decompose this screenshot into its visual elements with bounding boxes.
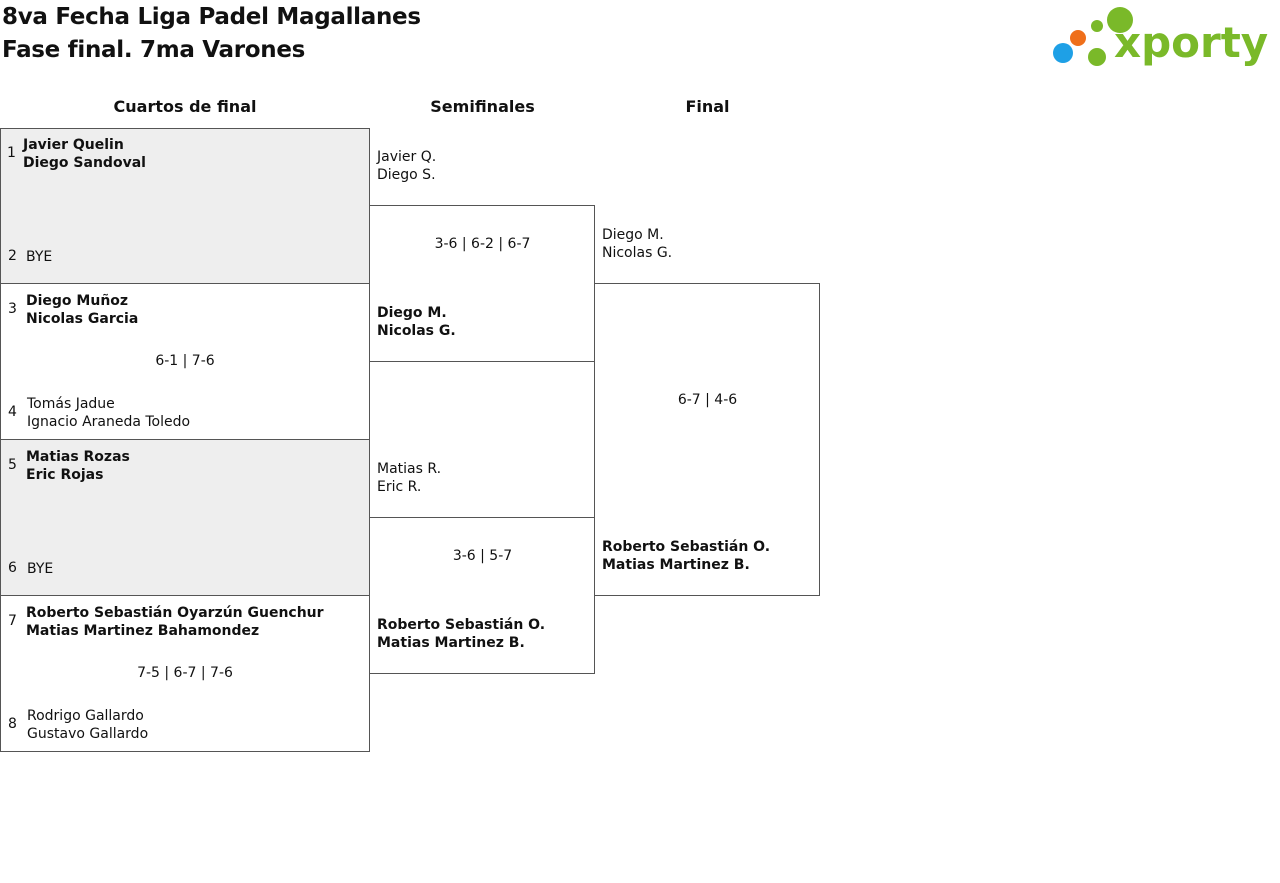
team-qf4-a[interactable]: Roberto Sebastián Oyarzún Guenchur Matia… xyxy=(26,604,324,640)
player-name: Matias Martinez Bahamondez xyxy=(26,623,260,639)
seed-number: 6 xyxy=(8,560,17,576)
player-name: Javier Quelin xyxy=(23,137,124,153)
team-qf1-b: BYE xyxy=(26,248,52,266)
player-name: Matias Rozas xyxy=(26,449,130,465)
match-score: 6-1 | 7-6 xyxy=(155,353,215,369)
logo-text: xporty xyxy=(1114,18,1268,67)
player-name: Diego Muñoz xyxy=(26,293,129,309)
seed-number: 5 xyxy=(8,457,17,473)
player-name: Ignacio Araneda Toledo xyxy=(27,414,191,430)
team-qf3-a[interactable]: Matias Rozas Eric Rojas xyxy=(26,448,130,484)
team-qf2-b[interactable]: Tomás Jadue Ignacio Araneda Toledo xyxy=(27,395,190,431)
team-sf1-b[interactable]: Diego M. Nicolas G. xyxy=(377,304,456,340)
seed-number: 7 xyxy=(8,613,17,629)
team-final-a[interactable]: Diego M. Nicolas G. xyxy=(602,226,672,262)
player-name: Roberto Sebastián O. xyxy=(602,539,771,555)
team-qf4-b[interactable]: Rodrigo Gallardo Gustavo Gallardo xyxy=(27,707,148,743)
page-title: 8va Fecha Liga Padel Magallanes xyxy=(2,4,421,30)
player-name: Rodrigo Gallardo xyxy=(27,708,144,724)
seed-number: 1 xyxy=(7,145,16,161)
player-name: Eric Rojas xyxy=(26,467,104,483)
match-score: 6-7 | 4-6 xyxy=(677,392,738,408)
team-final-b[interactable]: Roberto Sebastián O. Matias Martinez B. xyxy=(602,538,770,574)
seed-number: 8 xyxy=(8,716,17,732)
team-sf1-a[interactable]: Javier Q. Diego S. xyxy=(377,148,436,184)
player-name: Roberto Sebastián Oyarzún Guenchur xyxy=(26,605,324,621)
player-name: Diego S. xyxy=(377,167,436,183)
round-header-semifinals: Semifinales xyxy=(430,97,535,116)
seed-number: 4 xyxy=(8,404,17,420)
team-qf1-a[interactable]: Javier Quelin Diego Sandoval xyxy=(23,136,146,172)
match-score: 3-6 | 5-7 xyxy=(452,548,513,564)
team-sf2-b[interactable]: Roberto Sebastián O. Matias Martinez B. xyxy=(377,616,545,652)
player-name: Matias Martinez B. xyxy=(602,557,750,573)
match-score: 3-6 | 6-2 | 6-7 xyxy=(434,236,531,252)
bye-label: BYE xyxy=(27,561,54,577)
player-name: Diego Sandoval xyxy=(23,155,146,171)
xporty-logo: xporty xyxy=(1053,7,1268,67)
page-subtitle: Fase final. 7ma Varones xyxy=(2,37,306,63)
seed-number: 3 xyxy=(8,301,17,317)
player-name: Gustavo Gallardo xyxy=(27,726,149,742)
player-name: Diego M. xyxy=(602,227,664,243)
player-name: Roberto Sebastián O. xyxy=(377,617,546,633)
team-qf2-a[interactable]: Diego Muñoz Nicolas Garcia xyxy=(26,292,138,328)
player-name: Nicolas G. xyxy=(377,323,456,339)
player-name: Nicolas Garcia xyxy=(26,311,139,327)
player-name: Matias Martinez B. xyxy=(377,635,525,651)
player-name: Matias R. xyxy=(377,461,442,477)
match-score: 7-5 | 6-7 | 7-6 xyxy=(137,665,233,681)
bye-label: BYE xyxy=(26,249,53,265)
round-header-quarterfinals: Cuartos de final xyxy=(113,97,257,116)
player-name: Javier Q. xyxy=(377,149,437,165)
round-header-final: Final xyxy=(685,97,730,116)
player-name: Tomás Jadue xyxy=(27,396,115,412)
seed-number: 2 xyxy=(8,248,17,264)
player-name: Eric R. xyxy=(377,479,422,495)
player-name: Diego M. xyxy=(377,305,447,321)
player-name: Nicolas G. xyxy=(602,245,673,261)
match-box-final[interactable] xyxy=(594,283,820,596)
team-sf2-a[interactable]: Matias R. Eric R. xyxy=(377,460,441,496)
team-qf3-b: BYE xyxy=(27,560,53,578)
